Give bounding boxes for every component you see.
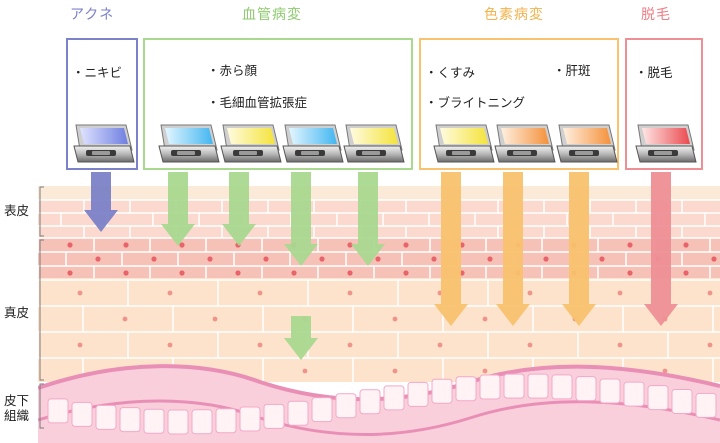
item-hair-removal: ・脱毛 bbox=[635, 65, 673, 80]
box-pigment: ・くすみ ・ブライトニング ・肝斑 bbox=[419, 38, 619, 170]
arrow-acne-0 bbox=[84, 172, 118, 232]
arrow-vascular-1 bbox=[161, 172, 195, 246]
arrow-vascular-5 bbox=[284, 316, 318, 360]
item-redness: ・赤ら顔 bbox=[207, 63, 258, 78]
arrow-pigment-8 bbox=[562, 172, 596, 326]
item-telangiectasia: ・毛細血管拡張症 bbox=[207, 95, 308, 110]
layer-label-subcutis: 皮下 組織 bbox=[4, 393, 30, 423]
item-melasma: ・肝斑 bbox=[553, 63, 591, 78]
item-dullness: ・くすみ bbox=[425, 65, 476, 80]
arrow-pigment-6 bbox=[434, 172, 468, 326]
layer-label-epidermis: 表皮 bbox=[4, 203, 30, 218]
category-title-pigment: 色素病変 bbox=[484, 7, 544, 23]
layer-brackets bbox=[39, 186, 44, 429]
arrow-vascular-3 bbox=[284, 172, 318, 266]
category-title-acne: アクネ bbox=[70, 7, 115, 23]
box-hair: ・脱毛 bbox=[625, 38, 703, 170]
box-vascular: ・赤ら顔 ・毛細血管拡張症 bbox=[143, 38, 413, 170]
arrow-vascular-2 bbox=[222, 172, 256, 246]
layer-label-dermis: 真皮 bbox=[4, 305, 30, 320]
item-acne: ・ニキビ bbox=[72, 65, 123, 80]
item-brightening: ・ブライトニング bbox=[425, 95, 526, 110]
arrow-vascular-4 bbox=[351, 172, 385, 266]
arrow-pigment-7 bbox=[496, 172, 530, 326]
category-title-hair: 脱毛 bbox=[641, 7, 671, 23]
arrow-hair-9 bbox=[644, 172, 678, 326]
box-acne: ・ニキビ bbox=[66, 38, 138, 170]
category-title-vascular: 血管病変 bbox=[242, 7, 302, 23]
